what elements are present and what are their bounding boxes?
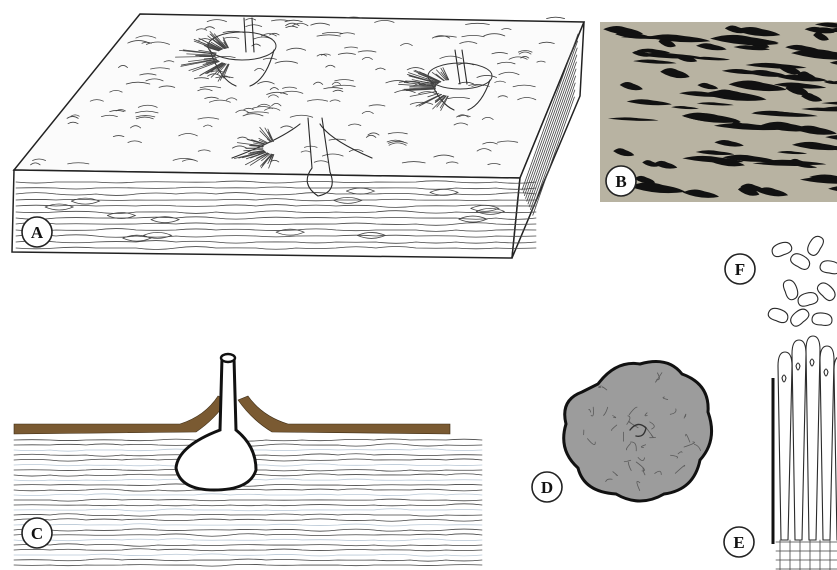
panel-b-bark-photo [600, 22, 837, 202]
panel-d-label: D [541, 478, 553, 497]
panel-b-label: B [615, 172, 626, 191]
panel-f-ascospores [725, 234, 837, 329]
panel-f-label: F [735, 260, 745, 279]
panel-d-stroma [532, 362, 712, 502]
panel-d-stroma-outline [564, 362, 712, 501]
panel-c-cross-section [14, 354, 482, 566]
panel-c-bark-layer [14, 396, 228, 434]
panel-c-bark-layer-right [238, 396, 450, 434]
panel-a-label: A [31, 223, 44, 242]
panel-a-front-face [12, 170, 520, 258]
panel-a-block-diagram [12, 14, 584, 258]
panel-e-label: E [733, 533, 744, 552]
panel-c-label: C [31, 524, 43, 543]
panel-a-top-face [14, 14, 584, 178]
